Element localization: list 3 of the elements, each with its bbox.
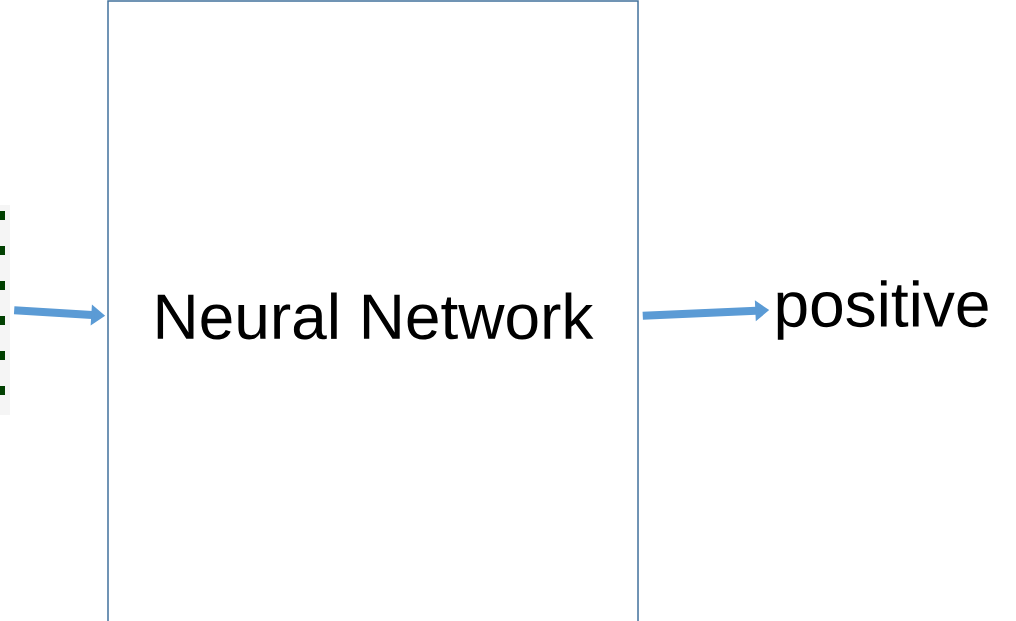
output-label: positive <box>777 280 988 340</box>
process-box: Neural Network <box>107 0 639 621</box>
picture-fragment <box>0 205 10 415</box>
